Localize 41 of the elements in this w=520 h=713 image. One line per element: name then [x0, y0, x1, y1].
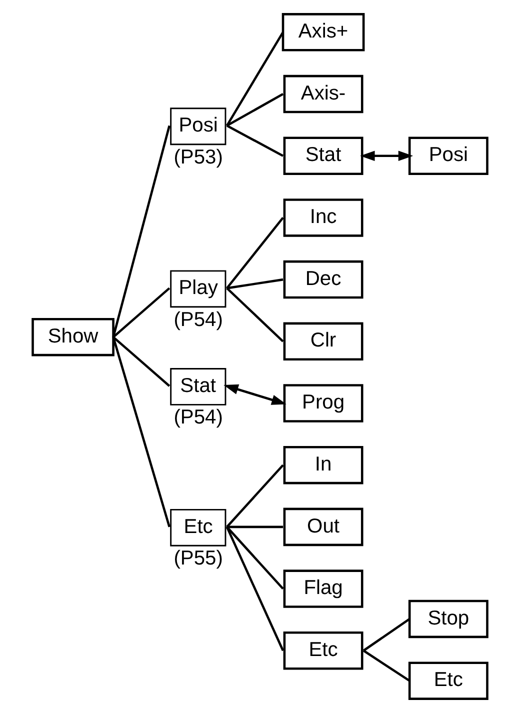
node-box: Prog [283, 384, 364, 422]
connector [226, 526, 283, 528]
node-box: Dec [283, 260, 364, 299]
arrow [224, 384, 286, 405]
connector [226, 526, 284, 590]
connector [362, 650, 410, 682]
connector [226, 526, 284, 652]
node-box: Etc [408, 662, 488, 700]
connector [112, 336, 170, 387]
node-box: Show [32, 318, 114, 356]
node-label: (P53) [174, 146, 223, 168]
connector [226, 32, 284, 126]
node-box: Etc [283, 632, 364, 670]
node-box: Flag [283, 570, 364, 608]
connector [226, 124, 284, 157]
node-label: (P55) [174, 548, 223, 570]
node-box: Posi [408, 136, 488, 175]
connector [112, 287, 170, 338]
node-box: Stat [170, 368, 226, 406]
node-box: Stop [408, 600, 488, 638]
connector [226, 464, 284, 528]
node-box: Axis+ [282, 13, 365, 52]
node-box: Posi [170, 108, 226, 146]
connector [226, 278, 284, 290]
connector [112, 125, 170, 338]
connector [226, 217, 284, 289]
connector [226, 93, 284, 127]
node-box: Stat [283, 136, 364, 175]
arrow [360, 150, 414, 161]
node-box: Inc [283, 198, 364, 237]
node-box: Play [170, 270, 226, 308]
connector [112, 336, 170, 528]
node-box: Etc [170, 508, 226, 546]
node-box: Axis- [283, 74, 364, 114]
node-box: Clr [283, 322, 364, 361]
connector [362, 618, 410, 652]
node-label: (P54) [174, 406, 223, 429]
node-box: Out [283, 508, 364, 546]
connector [226, 287, 284, 342]
node-label: (P54) [174, 308, 223, 331]
node-box: In [283, 446, 364, 484]
